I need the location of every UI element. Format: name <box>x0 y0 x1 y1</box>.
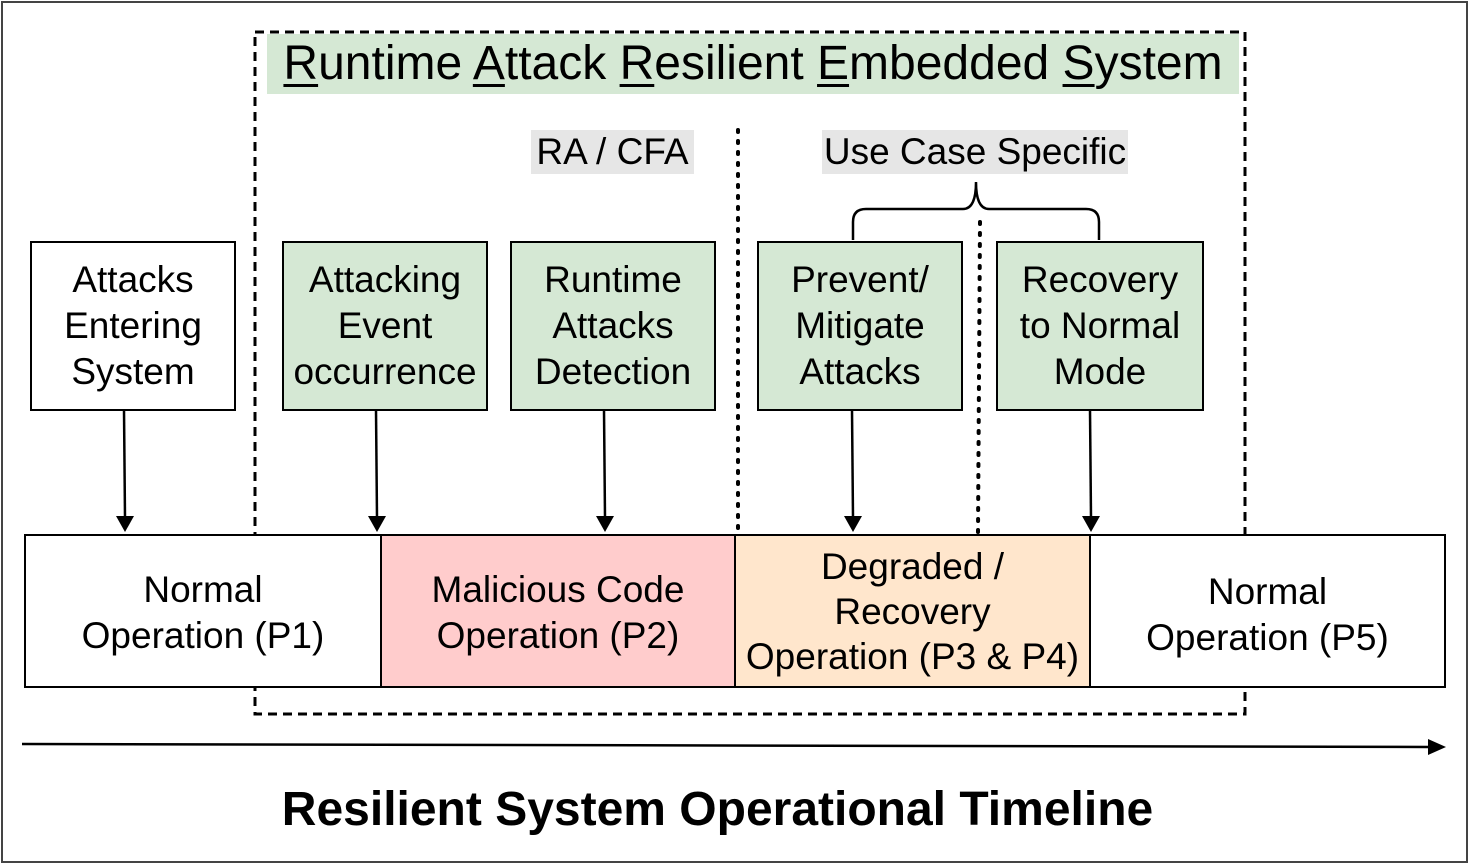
title-rest-5: ystem <box>1094 37 1223 90</box>
title-initial-1: R <box>283 37 319 90</box>
arrowhead-runtime-detection <box>596 516 614 532</box>
ra-cfa-tag: RA / CFA <box>531 130 694 174</box>
attacking-event-box: Attacking Event occurrence <box>282 241 488 411</box>
time-axis-arrow <box>21 742 1431 749</box>
prevent-mitigate-box: Prevent/ Mitigate Attacks <box>757 241 963 411</box>
timeline-segment-normal-p1: Normal Operation (P1) <box>24 534 382 688</box>
system-title: Runtime Attack Resilient Embedded System <box>267 34 1239 94</box>
phase-divider-recovery <box>976 220 982 534</box>
title-rest-2: ttack <box>504 37 607 90</box>
title-initial-4: E <box>817 37 850 90</box>
use-case-brace <box>851 181 1101 240</box>
arrowhead-prevent-mitigate <box>844 516 862 532</box>
arrow-recovery <box>1088 409 1093 519</box>
title-rest-4: mbedded <box>849 37 1050 90</box>
attacks-entering-box: Attacks Entering System <box>30 241 236 411</box>
arrow-runtime-detection <box>602 409 607 519</box>
time-axis-arrowhead <box>1428 739 1446 755</box>
use-case-specific-tag: Use Case Specific <box>822 130 1128 174</box>
arrow-prevent-mitigate <box>850 409 855 519</box>
arrowhead-recovery <box>1082 516 1100 532</box>
timeline-segment-normal-p5: Normal Operation (P5) <box>1089 534 1446 688</box>
recovery-box: Recovery to Normal Mode <box>996 241 1204 411</box>
timeline-segment-malicious-p2: Malicious Code Operation (P2) <box>380 534 736 688</box>
timeline-segment-degraded-p3-p4: Degraded / Recovery Operation (P3 & P4) <box>734 534 1091 688</box>
title-rest-3: esilient <box>654 37 804 90</box>
arrow-attacks-entering <box>122 409 127 519</box>
runtime-detection-box: Runtime Attacks Detection <box>510 241 716 411</box>
timeline-caption: Resilient System Operational Timeline <box>281 783 1154 836</box>
title-rest-1: untime <box>318 37 463 90</box>
arrowhead-attacks-entering <box>116 516 134 532</box>
title-initial-3: R <box>619 37 655 90</box>
title-initial-5: S <box>1062 37 1095 90</box>
arrowhead-attacking-event <box>368 516 386 532</box>
arrow-attacking-event <box>374 409 379 519</box>
system-boundary <box>253 30 1247 716</box>
title-initial-2: A <box>472 37 505 90</box>
